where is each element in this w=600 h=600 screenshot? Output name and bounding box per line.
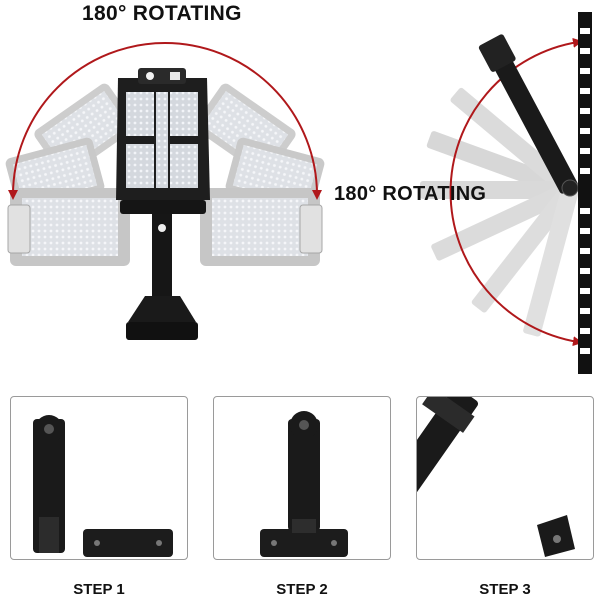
ghost-lamp-panels-right <box>194 83 325 266</box>
step-3-label: STEP 3 <box>479 581 531 598</box>
step-2-panel <box>213 396 391 560</box>
active-bracket-arm <box>478 34 579 197</box>
step-1-panel <box>10 396 188 560</box>
step-1-label: STEP 1 <box>73 581 125 598</box>
step-1-illustration <box>33 415 173 557</box>
rotation-arrow-arc-left-illustration <box>8 42 322 200</box>
step-3-illustration <box>417 397 575 557</box>
rotating-caption-left: 180° ROTATING <box>82 2 242 25</box>
rotation-arrow-arc-right-illustration <box>449 37 583 347</box>
step-2-label: STEP 2 <box>276 581 328 598</box>
step-3-panel <box>416 396 594 560</box>
ghost-arm-positions <box>420 87 579 337</box>
rotating-caption-right: 180° ROTATING <box>334 183 487 205</box>
lamp-main-body <box>116 68 210 214</box>
wall-mount-strip <box>578 12 592 374</box>
lamp-pole-bracket <box>126 214 198 340</box>
step-2-illustration <box>260 411 348 557</box>
